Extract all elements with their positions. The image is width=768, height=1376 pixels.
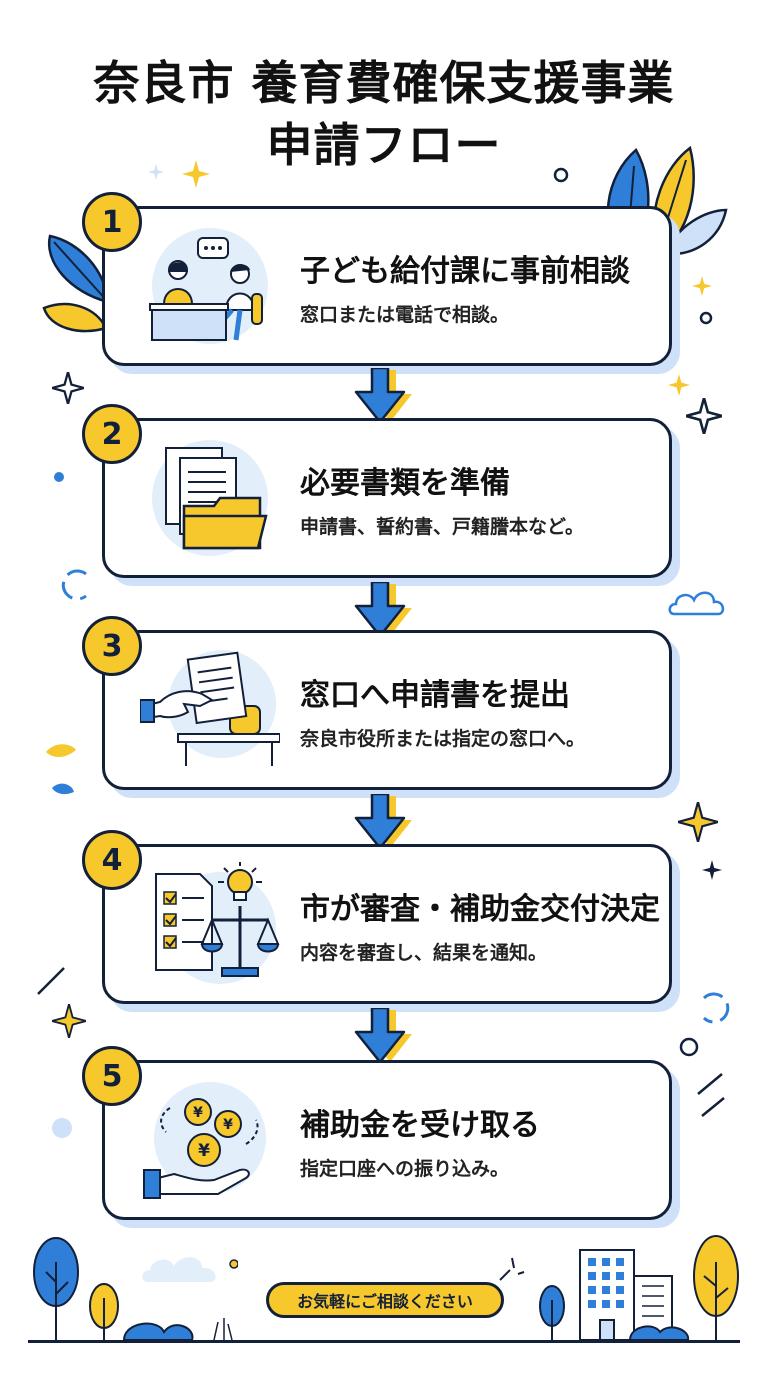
step-title: 子ども給付課に事前相談: [300, 254, 630, 289]
step-3-card: 3 窓口へ申請書を提出 奈良市役所または指定の窓口へ。: [82, 616, 680, 798]
sparkle-icon: [52, 372, 84, 404]
documents-folder-icon: [140, 436, 280, 560]
circle-dot-icon: [699, 311, 713, 325]
step-number-badge: 5: [82, 1046, 142, 1106]
step-1-card: 1 子ども給付課に事前相談 窓口または電話で相談。: [82, 192, 680, 374]
page-title: 奈良市 養育費確保支援事業 申請フロー: [0, 52, 768, 176]
step-description: 奈良市役所または指定の窓口へ。: [300, 728, 586, 750]
svg-text:¥: ¥: [223, 1117, 233, 1133]
cloud-icon: [668, 591, 725, 616]
step-title: 窓口へ申請書を提出: [300, 678, 570, 713]
step-description: 申請書、誓約書、戸籍謄本など。: [300, 516, 585, 538]
circle-dot-icon: [553, 167, 569, 183]
sparkle-icon: [686, 398, 722, 434]
flow-arrow-down-icon: [352, 580, 416, 640]
sparkle-icon: [182, 160, 210, 188]
step-title: 市が審査・補助金交付決定: [300, 892, 660, 927]
sparkle-icon: [148, 164, 164, 180]
cloud-icon: [142, 1257, 216, 1282]
flow-arrow-down-icon: [352, 792, 416, 852]
buildings-trees-right-icon: [539, 1235, 739, 1341]
trees-left-icon: [33, 1237, 238, 1341]
step-number-badge: 1: [82, 192, 142, 252]
sparkle-icon: [678, 802, 718, 842]
step-number-badge: 2: [82, 404, 142, 464]
sparkle-icon: [52, 1004, 86, 1038]
step-4-card: 4 市が審査・補助金交付決定 内容を審査し、結果を通知。: [82, 830, 680, 1012]
line-accent-icon: [697, 1073, 725, 1117]
dot-icon: [52, 1118, 72, 1138]
step-description: 窓口または電話で相談。: [300, 304, 510, 326]
step-2-card: 2 必要書類を準備 申請書、誓約書、戸籍謄本など。: [82, 404, 680, 586]
sparkle-lines-icon: [499, 1257, 525, 1281]
title-line-1: 奈良市 養育費確保支援事業: [93, 56, 675, 110]
sparkle-icon: [668, 374, 690, 396]
flow-arrow-down-icon: [352, 366, 416, 426]
contact-cta-badge: お気軽にご相談ください: [266, 1282, 504, 1318]
step-description: 内容を審査し、結果を通知。: [300, 942, 548, 964]
yen-coins-hand-icon: ¥ ¥ ¥: [140, 1078, 280, 1202]
step-description: 指定口座への振り込み。: [300, 1158, 510, 1180]
leaf-drop-icon: [46, 744, 76, 795]
hand-submit-document-icon: [139, 648, 281, 772]
line-accent-icon: [37, 967, 65, 995]
flow-arrow-down-icon: [352, 1006, 416, 1066]
sparkle-icon: [692, 276, 712, 296]
arc-icon: [702, 992, 730, 1024]
dot-icon: [54, 472, 64, 482]
step-5-card: 5 ¥ ¥ ¥ 補助金を受け取る 指定口座への振り込み。: [82, 1046, 680, 1228]
checklist-scale-icon: [140, 860, 280, 986]
step-title: 補助金を受け取る: [300, 1108, 540, 1143]
step-number-badge: 4: [82, 830, 142, 890]
consultation-desk-icon: [140, 224, 280, 348]
svg-text:¥: ¥: [198, 1141, 210, 1161]
step-number-badge: 3: [82, 616, 142, 676]
circle-dot-icon: [679, 1037, 699, 1057]
sparkle-icon: [702, 860, 722, 880]
arc-icon: [61, 569, 87, 601]
title-line-2: 申請フロー: [266, 118, 502, 172]
ground-line: [28, 1340, 740, 1343]
svg-text:¥: ¥: [193, 1105, 203, 1121]
step-title: 必要書類を準備: [300, 466, 510, 501]
